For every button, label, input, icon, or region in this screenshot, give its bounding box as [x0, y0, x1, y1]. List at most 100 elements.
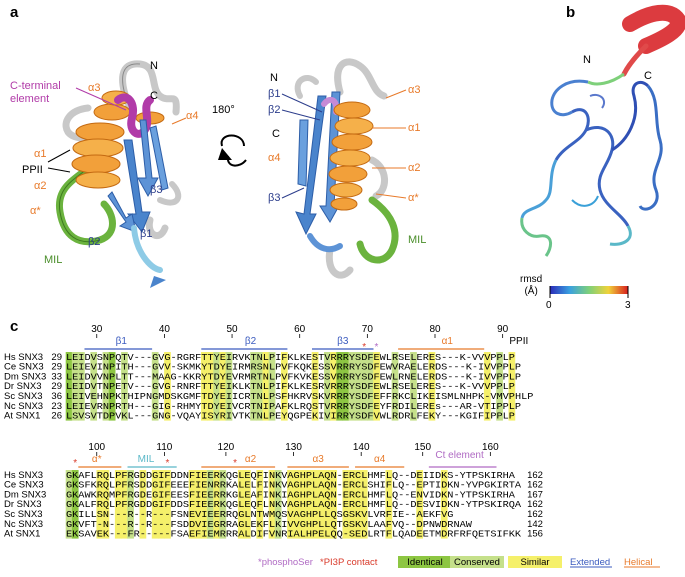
conservation-shade — [373, 352, 380, 421]
conservation-shade — [65, 352, 73, 421]
conservation-shade — [311, 470, 319, 539]
label-c-terminal-element: C-terminal element — [10, 80, 61, 106]
seq-start: 36 — [51, 391, 62, 402]
conservation-shade — [108, 352, 116, 421]
conservation-shade — [237, 470, 245, 539]
conservation-shade — [348, 470, 356, 539]
conservation-shade — [360, 470, 368, 539]
species-name: Nc SNX3 — [4, 401, 43, 412]
seq-start: 29 — [51, 362, 62, 373]
label-a-right-beta1: β1 — [268, 88, 281, 100]
label-a-right-mil: MIL — [408, 234, 427, 246]
conservation-shade — [244, 470, 251, 539]
conservation-shade — [483, 352, 491, 421]
conservation-shade — [268, 352, 276, 421]
legend-swatch — [398, 556, 452, 568]
conservation-shade — [311, 352, 319, 421]
conservation-shade — [219, 352, 227, 421]
species-name: Hs SNX3 — [4, 470, 43, 481]
panel-a-structures — [47, 58, 407, 288]
residue-number: 100 — [88, 442, 105, 453]
seq-end: 162 — [527, 499, 543, 510]
legend-phosphoser: *phosphoSer — [258, 557, 313, 568]
label-a-left-beta3: β3 — [150, 184, 163, 196]
pi3p-marker: * — [165, 458, 169, 469]
sequence-row: LEIVEHNPKTHIPNGMDSKGMFTDYEIICRTNLPSFHKRV… — [66, 391, 534, 402]
seq-start: 23 — [51, 401, 62, 412]
sequence-row: GKVFT-N---R--R---FSDDVIEGRRAGLEKFLKIVVGH… — [66, 519, 472, 530]
conservation-shade — [225, 352, 233, 421]
label-a-right-alpha3: α3 — [408, 84, 421, 96]
sequence-row: GKAWKRQMPFRGDEGIFEESFIEERRKGLEAFINKIAGHP… — [66, 489, 515, 500]
conservation-shade — [428, 352, 436, 421]
conservation-shade — [121, 352, 128, 421]
seq-start: 33 — [51, 371, 62, 382]
conservation-shade — [299, 470, 307, 539]
label-a-left-alpha2: α2 — [34, 180, 47, 192]
ss-label: α2 — [245, 454, 257, 465]
conservation-shade — [71, 470, 79, 539]
label-c-terminal-line2: element — [10, 93, 50, 105]
seq-end: 167 — [527, 489, 543, 500]
ss-label: α4 — [374, 454, 386, 465]
sequence-row: LEIDVVNPLTT---MAAG-KKRYTDYEVRMRTNLPVFKVK… — [66, 371, 521, 382]
pi3p-marker: * — [233, 458, 237, 469]
label-a-left-n: N — [150, 60, 158, 72]
residue-number: 90 — [497, 324, 509, 335]
species-name: Dr SNX3 — [4, 499, 41, 510]
rotation-label: 180° — [212, 104, 235, 116]
conservation-shade — [336, 352, 344, 421]
panel-letter-c: c — [10, 318, 19, 335]
ss-label: α1 — [442, 336, 454, 347]
legend-pi3p: *PI3P contact — [320, 557, 378, 568]
label-b-c: C — [644, 70, 652, 82]
sequence-row: GKILLSN---R--R---FSNEVIEERRQGLNTWMQSVAGH… — [66, 509, 454, 520]
conservation-shade — [201, 352, 208, 421]
label-a-left-ppii: PPII — [22, 164, 43, 176]
species-name: Dm SNX3 — [4, 371, 46, 382]
label-a-right-alpha1: α1 — [408, 122, 421, 134]
species-name: Ce SNX3 — [4, 362, 44, 373]
conservation-shade — [188, 470, 196, 539]
sequence-row: LSVSVTDPVKL---GNG-VQAYISYRIVTKTNLPEYQGPE… — [66, 411, 515, 422]
seq-start: 26 — [51, 411, 62, 422]
star-marker: * — [362, 342, 366, 353]
label-a-right-alpha2: α2 — [408, 162, 421, 174]
label-rmsd: rmsd — [520, 274, 543, 285]
conservation-shade — [78, 352, 85, 421]
conservation-shade — [317, 470, 325, 539]
label-a-left-alpha3: α3 — [88, 82, 101, 94]
residue-number: 150 — [414, 442, 431, 453]
label-a-right-n: N — [270, 72, 278, 84]
legend-swatch-label: Similar — [520, 557, 549, 568]
conservation-shade — [207, 352, 214, 421]
conservation-shade — [280, 352, 288, 421]
label-a-left-c: C — [150, 90, 158, 102]
sequence-row: LEIDVSNPQTV---GVG-RGRFTTYEIRVKTNLPIFKLKE… — [66, 352, 515, 363]
residue-number: 30 — [91, 324, 103, 335]
conservation-shade — [102, 470, 110, 539]
label-a-right-alpha4: α4 — [268, 152, 281, 164]
ss-label: α3 — [312, 454, 324, 465]
conservation-shade — [330, 470, 337, 539]
label-a-left-alpha1: α1 — [34, 148, 47, 160]
conservation-shade — [219, 470, 227, 539]
seq-end: 162 — [527, 509, 543, 520]
left-structure-cartoon — [55, 60, 182, 288]
legend-swatch — [508, 556, 562, 568]
label-a-right-beta3: β3 — [268, 192, 281, 204]
conservation-shade — [102, 352, 110, 421]
ss-label: β2 — [245, 336, 257, 347]
conservation-shade — [305, 470, 313, 539]
conservation-shade — [360, 352, 368, 421]
seq-end: 156 — [527, 529, 543, 540]
ss-label-ppii: PPII — [509, 336, 528, 347]
conservation-shade — [496, 352, 503, 421]
conservation-shade — [127, 470, 134, 539]
label-angstrom: (Å) — [524, 286, 538, 297]
conservation-shade — [508, 352, 516, 421]
seq-end: 162 — [527, 470, 543, 481]
